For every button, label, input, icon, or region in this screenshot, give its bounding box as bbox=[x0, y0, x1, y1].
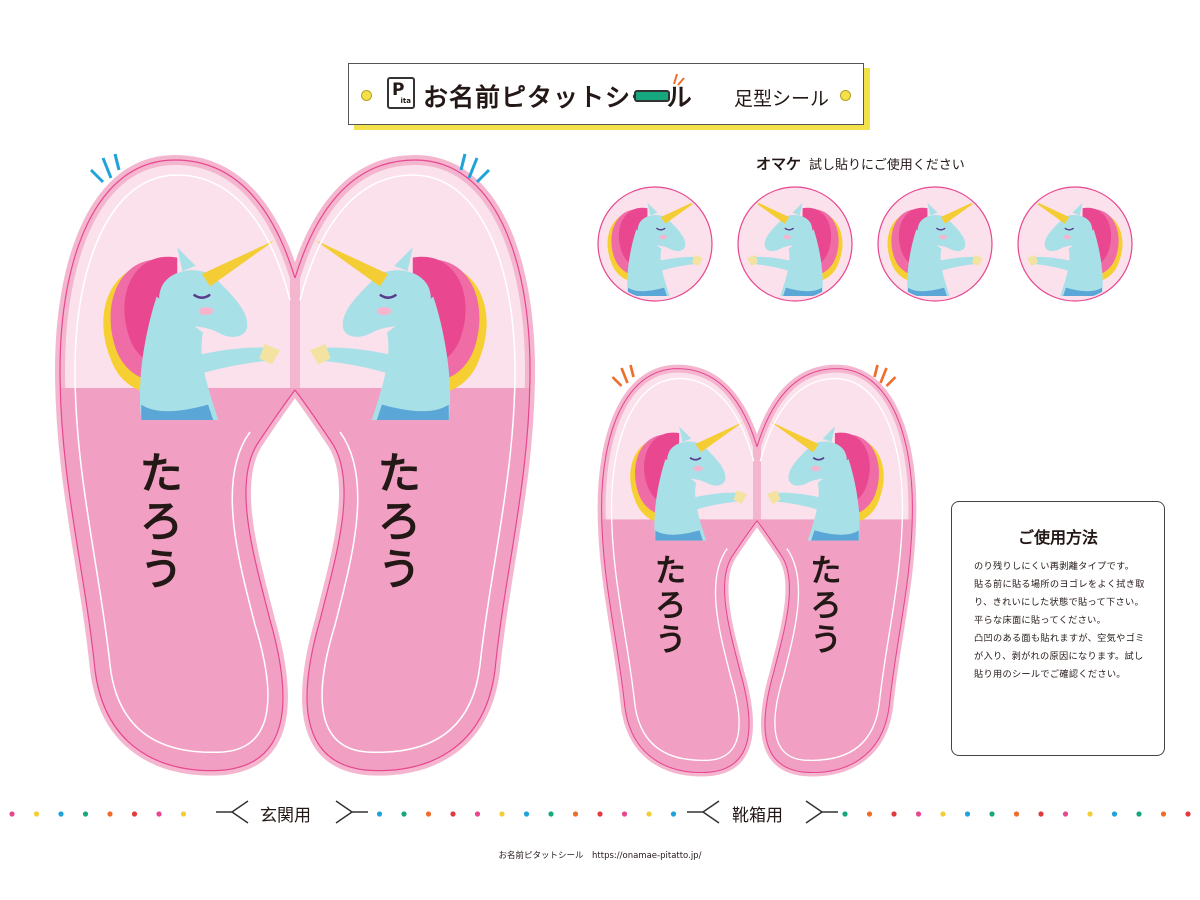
brand-bar-icon bbox=[634, 90, 670, 102]
bracket-right-icon bbox=[805, 800, 838, 824]
divider-dot bbox=[1111, 811, 1118, 817]
trial-sticker bbox=[737, 186, 853, 302]
name-right-shoebox: たろう bbox=[805, 554, 841, 657]
bracket-right-icon bbox=[335, 800, 368, 824]
dot-divider bbox=[9, 811, 1191, 817]
name-left-entrance: たろう bbox=[132, 450, 183, 594]
label-entrance: 玄関用 bbox=[254, 801, 317, 826]
divider-dot bbox=[940, 811, 946, 817]
divider-dot bbox=[891, 811, 897, 817]
divider-dot bbox=[1038, 811, 1044, 817]
divider-dot bbox=[450, 811, 456, 817]
logo-small: ita bbox=[400, 97, 411, 105]
instructions-title: ご使用方法 bbox=[1017, 528, 1098, 547]
omake-text: 試し貼りにご使用ください bbox=[809, 158, 965, 173]
bracket-left-icon bbox=[216, 800, 249, 824]
trial-sticker bbox=[877, 186, 993, 302]
divider-dot bbox=[548, 811, 554, 817]
spark-icon bbox=[89, 153, 121, 184]
omake-caption: オマケ試し貼りにご使用ください bbox=[756, 153, 965, 174]
instructions-box: ご使用方法 のり残りしにくい再剥離タイプです。 貼る前に貼る場所のヨゴレをよく拭… bbox=[951, 501, 1165, 756]
divider-dot bbox=[1013, 811, 1020, 817]
divider-dot bbox=[670, 811, 677, 817]
instruction-line: のり残りしにくい再剥離タイプです。 bbox=[974, 561, 1135, 572]
divider-dot bbox=[1136, 811, 1142, 817]
name-left-shoebox: たろう bbox=[650, 554, 686, 657]
instruction-line: 貼る前に貼る場所のヨゴレをよく拭き取り、きれいにした状態で貼って下さい。 bbox=[974, 578, 1145, 608]
pitatto-logo: P ita bbox=[387, 77, 415, 109]
footer-url: お名前ピタットシール https://onamae-pitatto.jp/ bbox=[498, 851, 702, 861]
divider-dot bbox=[646, 811, 652, 817]
divider-dot bbox=[107, 811, 113, 817]
shoebox-foot-sticker: たろう たろう bbox=[597, 364, 917, 777]
spark-icon bbox=[459, 153, 491, 184]
divider-dot bbox=[474, 811, 481, 817]
divider-dot bbox=[621, 811, 628, 817]
divider-dot bbox=[915, 811, 922, 817]
divider-dot bbox=[1185, 811, 1191, 817]
divider-dot bbox=[33, 811, 40, 817]
header-banner: P ita お名前ピタットシー ル 足型シール bbox=[348, 63, 864, 125]
divider-dot bbox=[499, 811, 505, 817]
divider-dot bbox=[572, 811, 579, 817]
name-right-entrance: たろう bbox=[370, 450, 421, 594]
divider-dot bbox=[82, 811, 89, 817]
label-shoebox: 靴箱用 bbox=[726, 801, 789, 826]
banner-dot-left bbox=[361, 90, 372, 101]
divider-dot bbox=[376, 811, 383, 817]
divider-dot bbox=[156, 811, 162, 817]
divider-dot bbox=[964, 811, 971, 817]
trial-sticker bbox=[1017, 186, 1133, 302]
divider-dot bbox=[989, 811, 995, 817]
instruction-line: 凸凹のある面も貼れますが、空気やゴミが入り、剥がれの原因になります。試し貼り用の… bbox=[974, 632, 1145, 680]
divider-dot bbox=[523, 811, 530, 817]
divider-dot bbox=[401, 811, 407, 817]
spark-icon bbox=[611, 364, 635, 387]
divider-dot bbox=[866, 811, 873, 817]
divider-dot bbox=[180, 811, 187, 817]
divider-dot bbox=[1160, 811, 1167, 817]
divider-dot bbox=[131, 811, 138, 817]
divider-dot bbox=[58, 811, 64, 817]
instructions-body: のり残りしにくい再剥離タイプです。 貼る前に貼る場所のヨゴレをよく拭き取り、きれ… bbox=[974, 558, 1148, 684]
logo-letter: P bbox=[392, 80, 405, 100]
divider-dot bbox=[9, 811, 15, 817]
bracket-left-icon bbox=[687, 800, 720, 824]
banner-subtitle: 足型シール bbox=[734, 88, 830, 110]
spark-icon bbox=[673, 73, 685, 86]
divider-dot bbox=[1062, 811, 1069, 817]
instruction-line: 平らな床面に貼ってください。 bbox=[974, 614, 1107, 626]
omake-label: オマケ bbox=[756, 155, 802, 173]
trial-sticker bbox=[597, 186, 713, 302]
divider-dot bbox=[597, 811, 603, 817]
divider-dot bbox=[425, 811, 432, 817]
entrance-foot-sticker: たろう たろう bbox=[55, 154, 535, 776]
divider-dot bbox=[1087, 811, 1093, 817]
banner-dot-right bbox=[840, 90, 851, 101]
divider-dot bbox=[842, 811, 848, 817]
spark-icon bbox=[873, 364, 897, 387]
